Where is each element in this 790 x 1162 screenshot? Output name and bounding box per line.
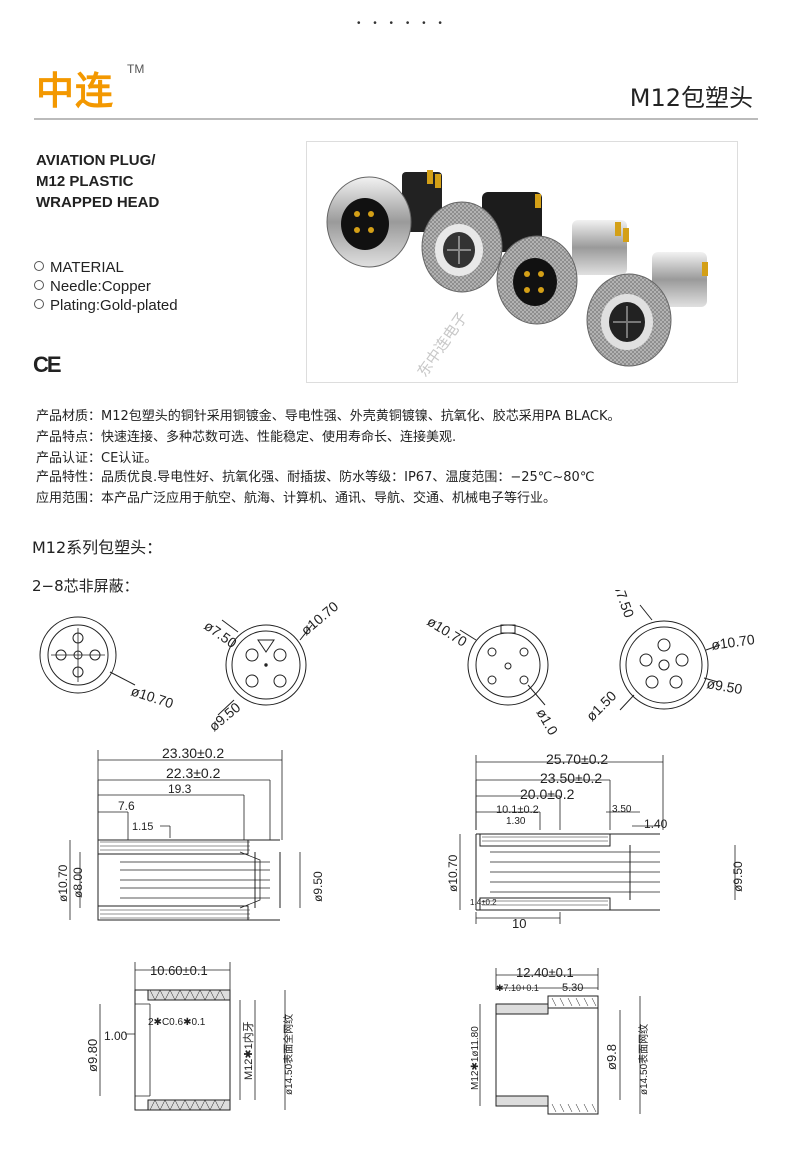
dim-label: ø10.70: [424, 613, 470, 650]
dim-label: 1.15: [132, 821, 153, 833]
connector-male-1: [326, 170, 442, 268]
spec-text: MATERIAL: [50, 259, 124, 276]
dim-label: 7.6: [118, 799, 135, 813]
dim-label: ø10.70: [710, 631, 756, 653]
series-title: M12系列包塑头：: [32, 538, 163, 557]
dim-label: 10.60±0.1: [150, 963, 208, 978]
dim-label: 23.50±0.2: [540, 770, 602, 786]
dim-label: 2✱C0.6✱0.1: [148, 1017, 206, 1028]
drawing-face-a: ø10.70: [39, 616, 176, 712]
bullet-icon: [34, 299, 44, 309]
bullet-icon: [34, 280, 44, 290]
product-name-en: AVIATION PLUG/ M12 PLASTIC WRAPPED HEAD: [36, 150, 159, 213]
spec-item-material: MATERIAL: [34, 259, 124, 276]
dim-label: ø10.70: [56, 864, 70, 902]
header-divider: [34, 118, 758, 120]
dim-label: M12✱1内牙: [241, 1021, 255, 1080]
dim-label: ø9.8: [604, 1044, 619, 1070]
dim-label: 22.3±0.2: [166, 765, 221, 781]
spec-text: Plating:Gold-plated: [50, 297, 178, 314]
spec-item-plating: Plating:Gold-plated: [34, 297, 178, 314]
ce-mark: CE: [33, 352, 62, 377]
dim-label: ø7.50: [610, 590, 637, 620]
drawing-face-d: ø7.50 ø10.70 ø9.50 ø1.50: [583, 590, 756, 724]
technical-drawings: ø10.70 ø7.50 ø10.70 ø9.50 ø10.70 ø1.0 ø7…: [39, 590, 756, 1115]
desc-applications: 应用范围：本产品广泛应用于航空、航海、计算机、通讯、导航、交通、机械电子等行业。: [36, 491, 557, 506]
dim-label: 25.70±0.2: [546, 751, 608, 767]
dim-label: ø8.00: [71, 867, 85, 898]
decorative-dots: • • • • • •: [357, 18, 447, 29]
connector-male-2: [496, 220, 629, 325]
dim-label: 20.0±0.2: [520, 786, 575, 802]
drawing-nut-g: 10.60±0.1 ø9.80 1.00 2✱C0.6✱0.1 M12✱1内牙 …: [85, 962, 295, 1111]
dim-label: 23.30±0.2: [162, 745, 224, 761]
desc-features: 产品特点：快速连接、多种芯数可选、性能稳定、使用寿命长、连接美观.: [36, 430, 457, 445]
dim-label: ø10.70: [298, 598, 342, 638]
dim-label: 1.4±0.2: [470, 898, 497, 907]
drawing-side-e: 23.30±0.2 22.3±0.2 19.3 7.6 1.15 ø10.70 …: [56, 745, 325, 921]
dim-label: ø9.50: [705, 675, 743, 697]
product-photo: 东中连电子: [306, 141, 738, 383]
dim-label: ø1.50: [583, 687, 620, 724]
bullet-icon: [34, 261, 44, 271]
dim-label: ø9.50: [206, 699, 244, 734]
dim-label: 1.00: [104, 1029, 128, 1043]
trademark-mark: TM: [127, 62, 145, 76]
dim-label: ø14.50表面网纹: [637, 1024, 650, 1095]
spec-text: Needle:Copper: [50, 278, 151, 295]
product-name-line: M12 PLASTIC: [36, 173, 134, 190]
page-title: M12包塑头: [629, 84, 753, 112]
watermark: 东中连电子: [414, 309, 471, 380]
dim-label: ✱7.10+0.1: [496, 983, 539, 993]
dim-label: ø10.70: [446, 854, 460, 892]
dim-label: ø9.50: [311, 871, 325, 902]
dim-label: 12.40±0.1: [516, 965, 574, 980]
dim-label: 1.40: [644, 817, 668, 831]
product-name-line: AVIATION PLUG/: [36, 152, 156, 169]
dim-label: ø14.50表面全网纹: [282, 1014, 295, 1095]
dim-label: ø10.70: [129, 683, 176, 712]
brand-logo: 中连: [36, 69, 115, 113]
dim-label: 3.50: [612, 804, 632, 815]
dim-label: ø9.50: [731, 861, 745, 892]
core-title: 2−8芯非屏蔽：: [32, 577, 139, 595]
dim-label: ø1.0: [533, 706, 561, 738]
desc-material: 产品材质：M12包塑头的铜针采用铜镀金、导电性强、外壳黄铜镀镍、抗氧化、胶芯采用…: [36, 409, 621, 424]
dim-label: 19.3: [168, 782, 192, 796]
dim-label: 10.1±0.2: [496, 804, 539, 816]
connector-female-1: [421, 192, 542, 293]
dim-label: ø7.50: [201, 617, 240, 651]
dim-label: ø9.80: [85, 1039, 100, 1072]
connector-illustration: 东中连电子: [326, 170, 708, 380]
dim-label: 10: [512, 916, 526, 931]
desc-characteristics: 产品特性：品质优良.导电性好、抗氧化强、耐插拔、防水等级：IP67、温度范围：−…: [36, 470, 595, 485]
drawing-face-c: ø10.70 ø1.0: [424, 613, 561, 738]
spec-item-needle: Needle:Copper: [34, 278, 151, 295]
dim-label: M12✱1ø11.80: [470, 1026, 481, 1090]
desc-certification: 产品认证：CE认证。: [36, 451, 158, 466]
dim-label: 5.30: [562, 982, 583, 994]
connector-female-2: [586, 252, 708, 367]
drawing-face-b: ø7.50 ø10.70 ø9.50: [201, 598, 341, 734]
product-name-line: WRAPPED HEAD: [36, 194, 160, 211]
drawing-side-f: 25.70±0.2 23.50±0.2 20.0±0.2 10.1±0.2 1.…: [446, 751, 745, 931]
drawing-nut-h: 12.40±0.1 ✱7.10+0.1 5.30 M12✱1ø11.80 ø9.…: [470, 965, 650, 1115]
dim-label: 1.30: [506, 816, 526, 827]
